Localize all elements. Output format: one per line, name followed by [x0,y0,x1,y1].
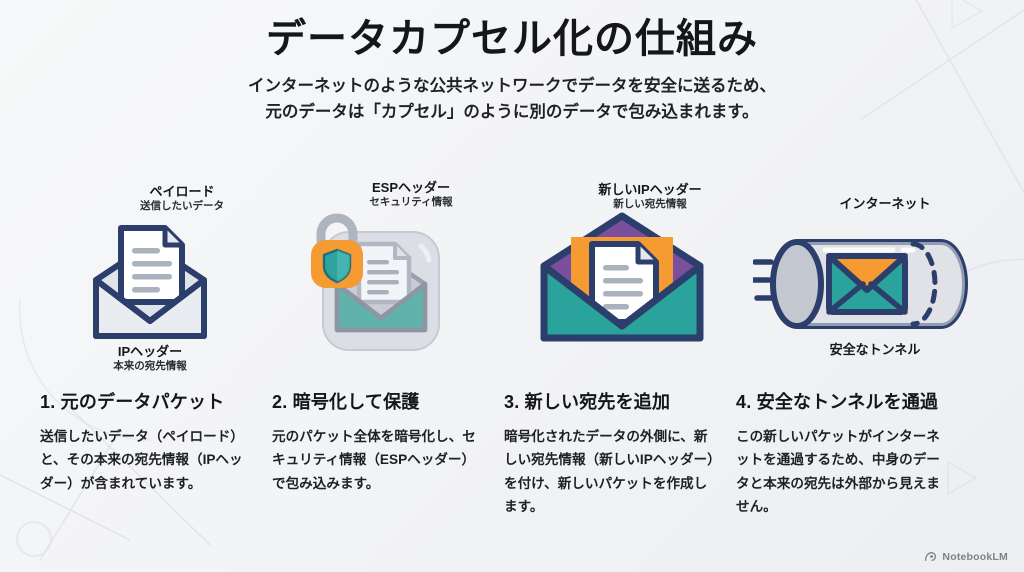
panel-1-bottom-sublabel: 本来の宛先情報 [113,360,187,373]
panel-3-top-sublabel: 新しい宛先情報 [613,198,687,211]
panel-1-bottom-label: IPヘッダー [117,344,183,359]
column-2-body: 元のパケット全体を暗号化し、セキュリティ情報（ESPヘッダー）で包み込みます。 [272,429,476,491]
open-envelope-with-document-icon [93,225,207,339]
footer-brand-label: NotebookLM [942,550,1008,563]
panel-secure-tunnel: インターネット [753,182,994,377]
column-2: 2. 暗号化して保護 元のパケット全体を暗号化し、セキュリティ情報（ESPヘッダ… [272,388,504,519]
column-4-body: この新しいパケットがインターネットを通過するため、中身のデータと本来の宛先は外部… [736,429,940,515]
panel-4-top-label: インターネット [839,196,931,211]
column-1: 1. 元のデータパケット 送信したいデータ（ペイロード）と、その本来の宛先情報（… [40,388,272,519]
tunnel-cylinder-with-envelope-icon [753,239,968,329]
panel-original-packet: ペイロード 送信したいデータ IPヘッダ [30,182,271,377]
panel-2-top-label: ESPヘッダー [371,180,450,195]
panel-2-top-caption: ESPヘッダー セキュリティ情報 [331,180,491,209]
panel-3-top-caption: 新しいIPヘッダー 新しい宛先情報 [560,182,740,211]
panel-1-bottom-caption: IPヘッダー 本来の宛先情報 [70,344,230,373]
panel-1-top-sublabel: 送信したいデータ [140,200,224,213]
panel-4-bottom-label: 安全なトンネル [829,342,921,357]
padlock-shield-over-encrypted-envelope-icon [311,213,440,351]
column-3: 3. 新しい宛先を追加 暗号化されたデータの外側に、新しい宛先情報（新しいIPヘ… [504,388,736,519]
subtitle-line-1: インターネットのような公共ネットワークでデータを安全に送るため、 [248,77,776,95]
panel-2-top-sublabel: セキュリティ情報 [369,196,453,209]
column-4-heading: 4. 安全なトンネルを通過 [736,392,939,412]
footer-watermark: NotebookLM [924,550,1008,563]
subtitle-line-2: 元のデータは「カプセル」のように別のデータで包み込まれます。 [265,102,759,121]
panel-1-top-caption: ペイロード 送信したいデータ [102,184,262,213]
description-columns: 1. 元のデータパケット 送信したいデータ（ペイロード）と、その本来の宛先情報（… [40,388,1000,519]
panel-4-top-caption: インターネット [805,196,965,212]
column-3-body: 暗号化されたデータの外側に、新しい宛先情報（新しいIPヘッダー）を付け、新しいパ… [504,429,714,515]
illustration-row: ペイロード 送信したいデータ IPヘッダ [30,180,994,377]
panel-3-top-label: 新しいIPヘッダー [598,182,702,197]
panel-new-header-packet: 新しいIPヘッダー 新しい宛先情報 [512,182,753,377]
column-1-body: 送信したいデータ（ペイロード）と、その本来の宛先情報（IPヘッダー）が含まれてい… [40,429,244,491]
panel-4-bottom-caption: 安全なトンネル [795,342,955,358]
panel-encrypted-packet: ESPヘッダー セキュリティ情報 [271,180,512,377]
column-2-heading: 2. 暗号化して保護 [272,392,420,412]
page-subtitle: インターネットのような公共ネットワークでデータを安全に送るため、 元のデータは「… [0,74,1024,125]
header: データカプセル化の仕組み インターネットのような公共ネットワークでデータを安全に… [0,16,1024,125]
column-3-heading: 3. 新しい宛先を追加 [504,392,671,412]
column-1-heading: 1. 元のデータパケット [40,392,225,412]
column-4: 4. 安全なトンネルを通過 この新しいパケットがインターネットを通過するため、中… [736,388,968,519]
purple-envelope-wrapping-orange-packet-icon [540,212,704,342]
notebooklm-logo-icon [925,552,937,561]
page-title: データカプセル化の仕組み [266,17,758,61]
panel-1-top-label: ペイロード [149,184,215,199]
